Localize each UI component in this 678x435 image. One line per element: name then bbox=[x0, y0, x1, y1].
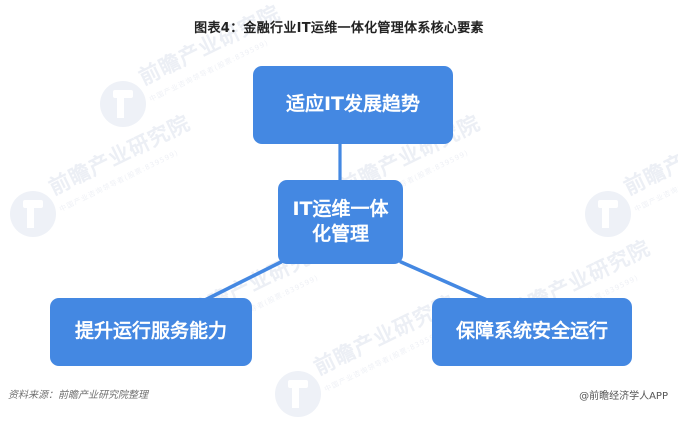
connector-center-to-left bbox=[203, 260, 283, 302]
node-improve-service-capability[interactable]: 提升运行服务能力 bbox=[50, 298, 252, 366]
brand-credit: @前瞻经济学人APP bbox=[579, 391, 668, 402]
source-note: 资料来源：前瞻产业研究院整理 bbox=[8, 390, 148, 401]
node-ensure-system-security[interactable]: 保障系统安全运行 bbox=[432, 298, 632, 366]
diagram-canvas: 适应IT发展趋势 IT运维一体化管理 提升运行服务能力 保障系统安全运行 bbox=[50, 66, 632, 366]
node-label: 适应IT发展趋势 bbox=[285, 93, 421, 116]
node-center-it-ops-integration[interactable]: IT运维一体化管理 bbox=[278, 180, 403, 264]
page-title: 图表4：金融行业IT运维一体化管理体系核心要素 bbox=[194, 21, 484, 36]
connector-layer bbox=[203, 142, 489, 302]
node-label: 提升运行服务能力 bbox=[74, 320, 227, 343]
node-adapt-it-trend[interactable]: 适应IT发展趋势 bbox=[253, 66, 453, 144]
connector-center-to-right bbox=[399, 260, 489, 302]
node-label: IT运维一体化管理 bbox=[292, 197, 389, 245]
node-label: 保障系统安全运行 bbox=[455, 320, 608, 343]
